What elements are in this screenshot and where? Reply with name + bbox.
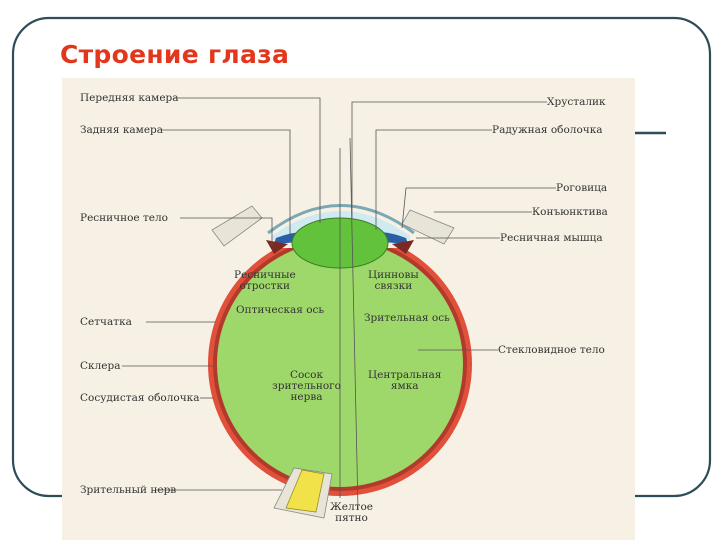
label-sclera: Склера bbox=[80, 360, 121, 372]
label-anterior-chamber: Передняя камера bbox=[80, 92, 179, 104]
cornea bbox=[267, 204, 415, 235]
label-zonule-line2: связки bbox=[374, 280, 413, 292]
label-ciliary-processes-line1: Ресничные bbox=[234, 269, 296, 281]
label-posterior-chamber: Задняя камера bbox=[80, 124, 164, 136]
eye-illustration bbox=[122, 97, 556, 519]
label-macula: Желтое пятно bbox=[330, 502, 373, 524]
leader-anterior-chamber bbox=[174, 97, 321, 223]
label-ciliary-processes: Ресничные отростки bbox=[234, 270, 296, 292]
leader-ciliary-body bbox=[180, 217, 273, 246]
label-ciliary-processes-line2: отростки bbox=[239, 280, 291, 292]
label-cornea: Роговица bbox=[556, 182, 608, 194]
label-retina: Сетчатка bbox=[80, 316, 132, 328]
label-vitreous-body: Стекловидное тело bbox=[498, 344, 605, 356]
label-zonule: Цинновы связки bbox=[368, 270, 419, 292]
label-optic-disc: Сосок зрительного нерва bbox=[272, 370, 341, 403]
label-fovea-line2: ямка bbox=[390, 380, 419, 392]
label-fovea-line1: Центральная bbox=[368, 369, 442, 381]
label-zonule-line1: Цинновы bbox=[368, 269, 419, 281]
label-optic-nerve: Зрительный нерв bbox=[80, 484, 177, 496]
visual-axis-line bbox=[349, 137, 359, 511]
label-macula-line1: Желтое bbox=[330, 501, 374, 513]
label-iris: Радужная оболочка bbox=[492, 124, 603, 136]
leader-posterior-chamber bbox=[162, 129, 291, 238]
leader-cornea bbox=[401, 187, 556, 229]
label-fovea: Центральная ямка bbox=[368, 370, 441, 392]
slide-title: Строение глаза bbox=[60, 40, 290, 69]
label-conjunctiva: Конъюнктива bbox=[532, 206, 608, 218]
eye-diagram: Передняя камера Задняя камера Ресничное … bbox=[62, 78, 635, 540]
leader-iris bbox=[375, 129, 492, 230]
ciliary-body-right bbox=[392, 240, 414, 254]
label-ciliary-body: Ресничное тело bbox=[80, 212, 168, 224]
label-choroid: Сосудистая оболочка bbox=[80, 392, 200, 404]
label-visual-axis: Зрительная ось bbox=[364, 312, 450, 324]
label-lens: Хрусталик bbox=[547, 96, 606, 108]
label-optic-disc-line2: зрительного bbox=[272, 380, 341, 392]
label-optic-disc-line1: Сосок bbox=[289, 369, 324, 381]
label-ciliary-muscle: Ресничная мышца bbox=[500, 232, 603, 244]
leader-lens bbox=[351, 101, 547, 218]
optic-nerve bbox=[285, 469, 325, 513]
label-optical-axis: Оптическая ось bbox=[236, 304, 325, 316]
label-optic-disc-line3: нерва bbox=[290, 391, 323, 403]
ciliary-body-left bbox=[266, 240, 288, 254]
eyelid-right bbox=[401, 209, 455, 245]
label-macula-line2: пятно bbox=[335, 512, 368, 524]
